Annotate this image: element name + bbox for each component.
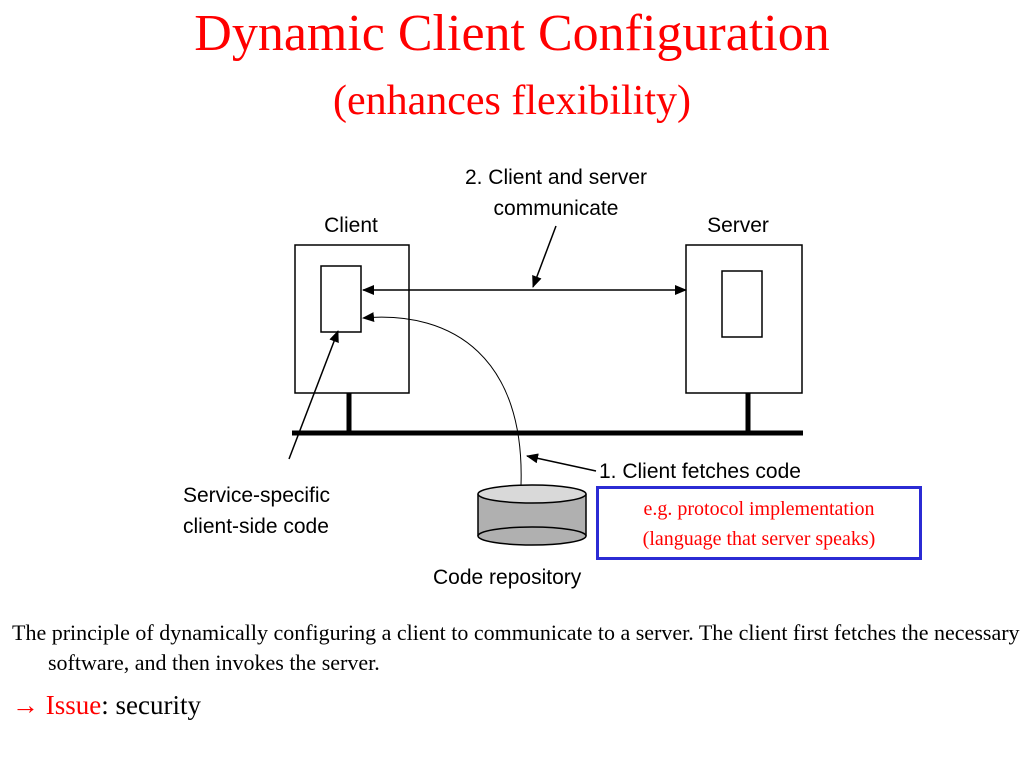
issue-label: Issue — [45, 690, 102, 720]
arrow-right-icon: → — [12, 690, 39, 720]
slide-subtitle: (enhances flexibility) — [332, 78, 692, 124]
fetch-code-curve — [362, 312, 522, 486]
protocol-note-line1: e.g. protocol implementation — [643, 498, 875, 520]
issue-text: : security — [101, 690, 201, 720]
step2-label-line2: communicate — [494, 197, 619, 220]
step2-pointer — [532, 225, 557, 288]
issue-line: → Issue: security — [12, 688, 201, 722]
server-label: Server — [707, 214, 769, 237]
protocol-note-line2: (language that server speaks) — [642, 528, 876, 550]
description-paragraph: The principle of dynamically configuring… — [12, 620, 1020, 675]
slide-title: Dynamic Client Configuration — [194, 5, 830, 62]
code-repository-label: Code repository — [433, 566, 582, 589]
client-label: Client — [324, 214, 378, 237]
code-repository-icon — [477, 484, 587, 546]
server-module — [721, 270, 763, 338]
step2-label-line1: 2. Client and server — [465, 166, 647, 189]
client-code-module — [320, 265, 362, 333]
service-code-label-line2: client-side code — [183, 515, 329, 538]
service-code-label-line1: Service-specific — [183, 484, 330, 507]
protocol-note-box: e.g. protocol implementation (language t… — [596, 486, 922, 560]
service-code-pointer — [288, 330, 339, 460]
step1-pointer — [526, 453, 597, 472]
step1-label: 1. Client fetches code — [599, 460, 801, 483]
client-server-diagram: 2. Client and server communicate Client … — [183, 166, 803, 589]
